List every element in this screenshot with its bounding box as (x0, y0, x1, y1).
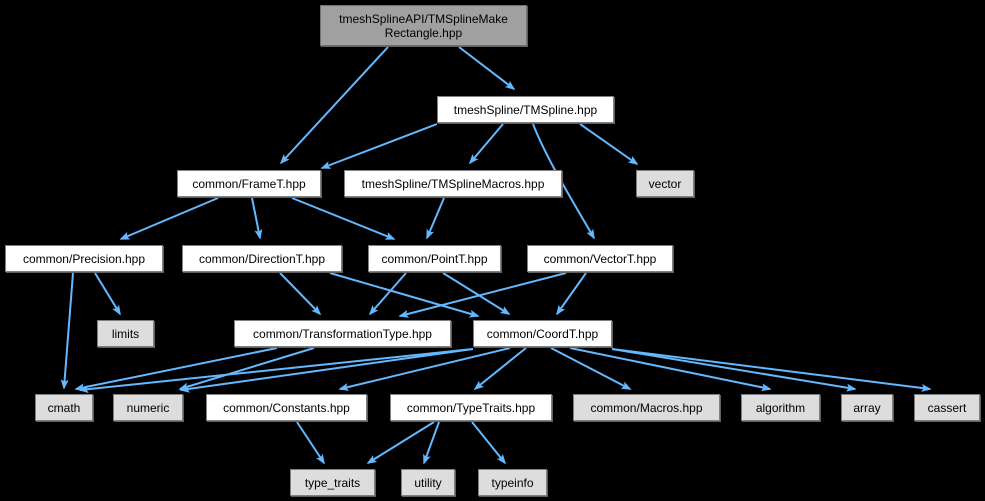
edge-coordt-to-constants (338, 347, 511, 391)
edge-vectort-to-transtype (398, 272, 567, 318)
node-precision[interactable]: common/Precision.hpp (5, 245, 163, 272)
edge-coordt-to-cmath (78, 348, 474, 394)
edge-pointt-to-coordt (442, 272, 511, 315)
edge-typetraits-to-typeinfo (471, 421, 507, 465)
edge-tmsmacros-to-pointt (426, 197, 445, 240)
node-tmspline[interactable]: tmeshSpline/TMSpline.hpp (437, 96, 614, 123)
node-utility[interactable]: utility (401, 469, 455, 496)
edge-vectort-to-coordt (556, 272, 587, 316)
edge-typetraits-to-type_traits (366, 421, 435, 464)
edge-coordt-to-numeric (179, 348, 474, 393)
edge-coordt-to-typetraits (473, 347, 527, 391)
edge-pointt-to-transtype (368, 272, 407, 316)
node-typeinfo[interactable]: typeinfo (478, 469, 547, 496)
node-numeric[interactable]: numeric (113, 394, 183, 421)
edge-framet-to-directiont (251, 197, 263, 240)
node-cassert[interactable]: cassert (914, 394, 980, 421)
edge-coordt-to-array (611, 348, 857, 392)
edge-coordt-to-cassert (611, 348, 932, 392)
edge-coordt-to-macros (550, 347, 632, 390)
node-typetraits[interactable]: common/TypeTraits.hpp (390, 394, 552, 421)
edge-root-to-tmspline (458, 46, 516, 90)
edge-tmspline-to-vector (579, 123, 639, 165)
edge-coordt-to-algorithm (569, 347, 772, 392)
node-cmath[interactable]: cmath (35, 394, 93, 421)
node-array[interactable]: array (841, 394, 893, 421)
node-constants[interactable]: common/Constants.hpp (206, 394, 367, 421)
edge-directiont-to-transtype (279, 272, 322, 316)
edge-directiont-to-coordt (329, 272, 480, 318)
node-pointt[interactable]: common/PointT.hpp (368, 245, 501, 272)
node-coordt[interactable]: common/CoordT.hpp (473, 320, 612, 347)
node-algorithm[interactable]: algorithm (741, 394, 820, 421)
node-transtype[interactable]: common/TransformationType.hpp (234, 320, 451, 347)
edge-framet-to-precision (119, 197, 219, 240)
node-framet[interactable]: common/FrameT.hpp (177, 170, 321, 197)
node-directiont[interactable]: common/DirectionT.hpp (182, 245, 342, 272)
edge-transtype-to-cmath (74, 347, 278, 392)
edge-root-to-framet (279, 46, 389, 165)
edge-precision-to-limits (94, 272, 121, 316)
edge-tmspline-to-framet (320, 123, 438, 169)
node-tmsmacros[interactable]: tmeshSpline/TMSplineMacros.hpp (344, 170, 562, 197)
node-type_traits[interactable]: type_traits (290, 469, 375, 496)
node-root[interactable]: tmeshSplineAPI/TMSplineMake Rectangle.hp… (320, 5, 527, 46)
node-macros[interactable]: common/Macros.hpp (573, 394, 720, 421)
node-limits[interactable]: limits (97, 320, 154, 347)
edge-precision-to-cmath (60, 272, 74, 390)
edge-tmspline-to-tmsmacros (468, 123, 504, 165)
edge-transtype-to-numeric (178, 347, 315, 391)
edge-constants-to-type_traits (296, 421, 325, 465)
edge-typetraits-to-utility (423, 421, 440, 465)
node-vector[interactable]: vector (636, 170, 694, 197)
edge-framet-to-pointt (291, 197, 396, 240)
node-vectort[interactable]: common/VectorT.hpp (527, 245, 673, 272)
